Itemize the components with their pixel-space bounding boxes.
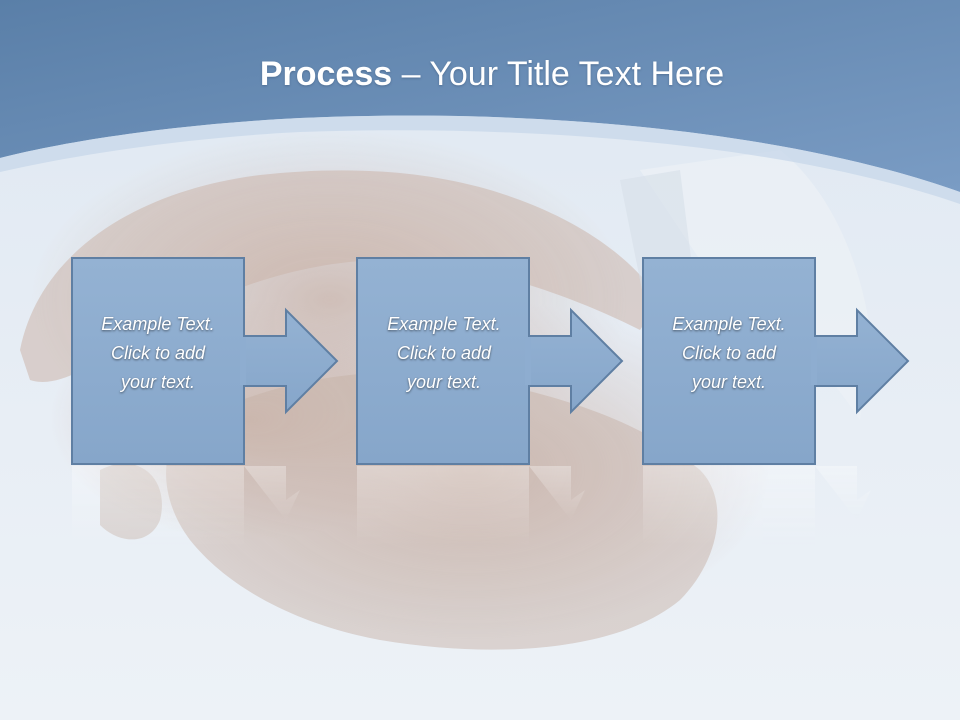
- slide-title[interactable]: Process – Your Title Text Here: [0, 52, 960, 96]
- process-reflection: [72, 466, 871, 546]
- step-arrow-1: [244, 307, 339, 415]
- process-step-2[interactable]: Example Text. Click to add your text.: [358, 258, 530, 464]
- process-step-1[interactable]: Example Text. Click to add your text.: [72, 258, 244, 464]
- step-text: Example Text. Click to add your text.: [72, 310, 244, 397]
- step-box-2: [356, 257, 530, 465]
- step-text-line: Example Text.: [672, 314, 786, 334]
- step-box-1: [71, 257, 245, 465]
- process-flow: [71, 257, 910, 465]
- step-arrow-3: [815, 307, 910, 415]
- step-arrow-2: [529, 307, 624, 415]
- title-rest: – Your Title Text Here: [392, 55, 725, 93]
- step-text-line: Click to add: [110, 343, 206, 363]
- step-box-3: [642, 257, 816, 465]
- title-bold: Process: [259, 55, 393, 93]
- step-text-line: your text.: [691, 372, 767, 392]
- step-text-line: Example Text.: [387, 314, 501, 334]
- step-text-line: your text.: [406, 372, 482, 392]
- process-step-3[interactable]: Example Text. Click to add your text.: [643, 258, 815, 464]
- step-text: Example Text. Click to add your text.: [643, 310, 815, 397]
- step-text-line: Example Text.: [101, 314, 215, 334]
- step-text-line: your text.: [120, 372, 196, 392]
- step-text-line: Click to add: [396, 343, 492, 363]
- step-text-line: Click to add: [681, 343, 777, 363]
- step-text: Example Text. Click to add your text.: [358, 310, 530, 397]
